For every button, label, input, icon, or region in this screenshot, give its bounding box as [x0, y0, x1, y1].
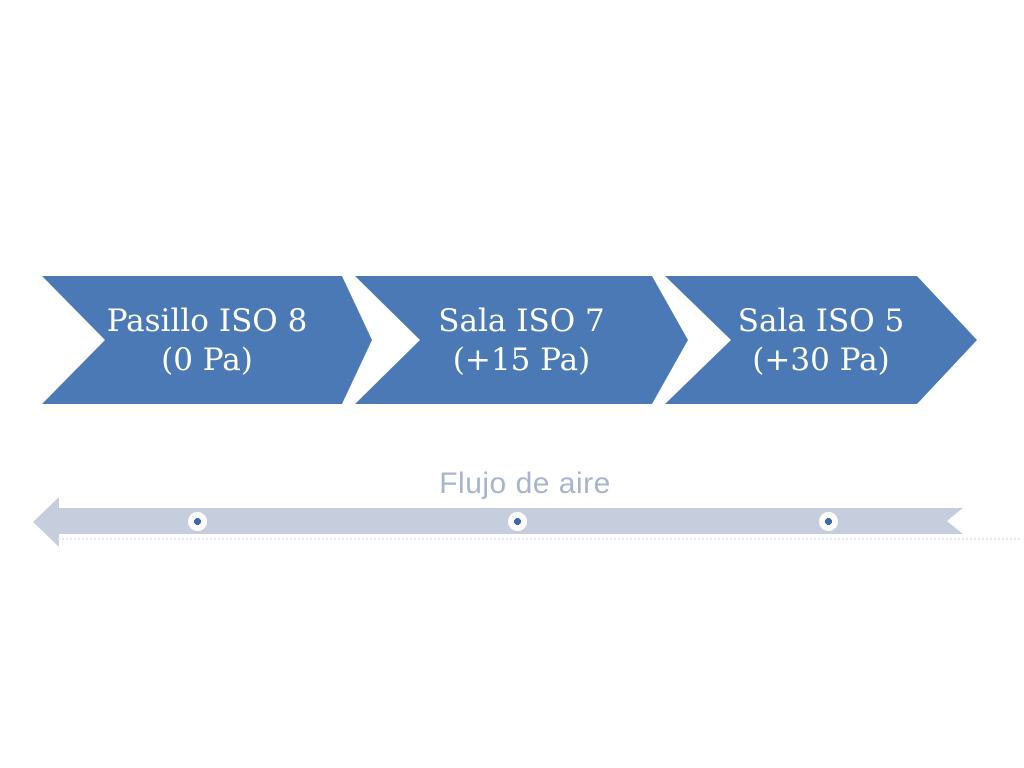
process-step-sala-iso7: Sala ISO 7 (+15 Pa) [355, 276, 688, 404]
step-name: Pasillo ISO 8 [106, 303, 308, 339]
step-pressure: (+30 Pa) [752, 342, 890, 378]
flow-dot-icon [508, 512, 527, 531]
dotted-divider [58, 538, 1020, 540]
process-step-pasillo-iso8: Pasillo ISO 8 (0 Pa) [42, 276, 372, 404]
step-pressure: (+15 Pa) [452, 342, 591, 378]
step-pressure: (0 Pa) [161, 342, 253, 378]
step-name: Sala ISO 5 [737, 303, 905, 339]
flow-dot-icon [819, 512, 838, 531]
step-name: Sala ISO 7 [438, 303, 605, 339]
airflow-label: Flujo de aire [439, 467, 611, 500]
process-step-sala-iso5: Sala ISO 5 (+30 Pa) [665, 276, 977, 404]
flow-dot-icon [188, 512, 207, 531]
